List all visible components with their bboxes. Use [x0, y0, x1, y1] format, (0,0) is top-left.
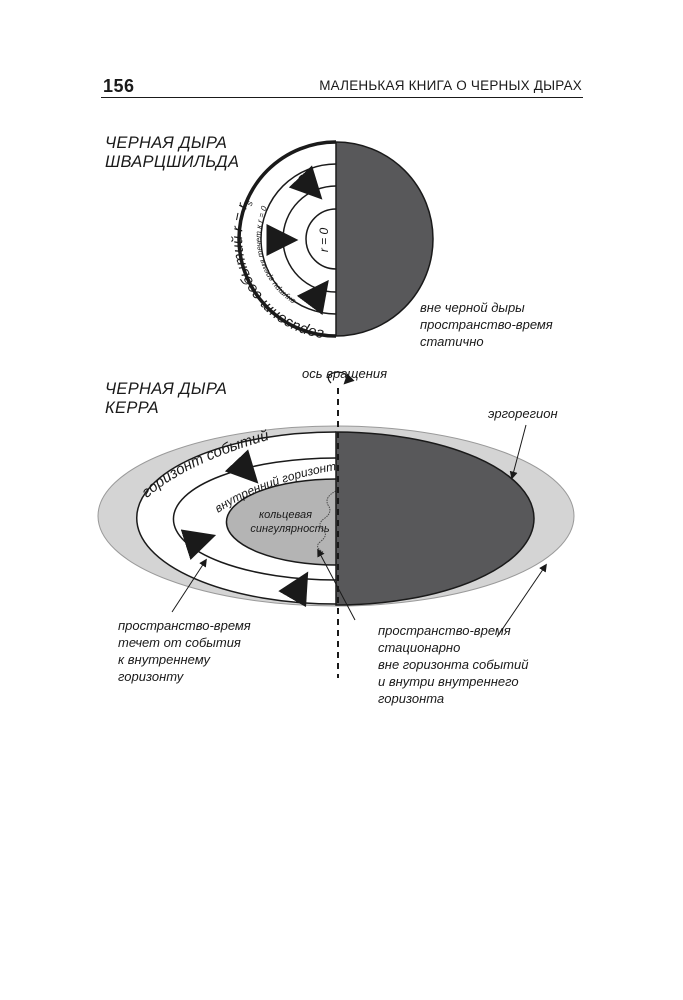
kerr-singularity-label: кольцевая сингулярность [250, 509, 330, 535]
kerr-right-note-line5: горизонта [378, 691, 445, 706]
schwarzschild-static-half [335, 141, 434, 337]
kerr-arrow-top [224, 449, 259, 484]
kerr-left-note: пространство-время течет от события к вн… [118, 617, 251, 685]
kerr-left-pointer [171, 558, 207, 613]
schwarzschild-outside-line1: вне черной дыры [420, 300, 525, 315]
kerr-diagram: ось вращения эргорегион горизонт событий… [97, 366, 575, 678]
kerr-title-line1: ЧЕРНАЯ ДЫРА [105, 380, 228, 398]
kerr-left-note-line1: пространство-время [118, 618, 251, 633]
page-number: 156 [103, 76, 135, 96]
schwarzschild-title-line2: ШВАРЦШИЛЬДА [105, 153, 240, 171]
schwarzschild-outside-note: вне черной дыры пространство-время стати… [420, 299, 553, 350]
kerr-right-note-line3: вне горизонта событий [378, 657, 529, 672]
kerr-ergo-label: эргорегион [488, 406, 558, 421]
schwarzschild-center-label: r = 0 [317, 228, 331, 253]
kerr-singularity-edge [317, 490, 337, 553]
kerr-inner-ring [172, 457, 337, 581]
schwarzschild-title: ЧЕРНАЯ ДЫРА ШВАРЦШИЛЬДА [105, 134, 239, 172]
kerr-singularity-pointer [317, 548, 356, 621]
kerr-left-note-line2: течет от события [118, 635, 241, 650]
kerr-rotation-arrow [327, 371, 355, 385]
schwarzschild-arrow-bottom [296, 279, 329, 316]
kerr-axis-label: ось вращения [302, 366, 387, 381]
kerr-right-note-line2: стационарно [378, 640, 461, 655]
kerr-left-note-line4: горизонту [118, 669, 184, 684]
schwarzschild-ring-3 [305, 208, 337, 270]
schwarzschild-title-line1: ЧЕРНАЯ ДЫРА [105, 134, 228, 152]
kerr-title-line2: КЕРРА [105, 399, 159, 417]
schwarzschild-outside-line2: пространство-время [420, 317, 553, 332]
kerr-right-pointer [496, 563, 547, 638]
kerr-arrow-left [180, 529, 217, 561]
kerr-stationary-half [335, 431, 535, 606]
kerr-right-note: пространство-время стационарно вне гориз… [378, 622, 528, 707]
kerr-right-note-line4: и внутри внутреннего [378, 674, 519, 689]
kerr-arrow-bottom [278, 571, 309, 608]
kerr-title: ЧЕРНАЯ ДЫРА КЕРРА [105, 380, 227, 418]
kerr-right-note-line1: пространство-время [378, 623, 511, 638]
kerr-left-note-line3: к внутреннему [118, 652, 210, 667]
schwarzschild-diagram: горизонт событий r = rs внутри время теч… [229, 140, 434, 343]
schwarzschild-arrow-top [288, 165, 323, 200]
kerr-ergo-pointer [509, 424, 527, 480]
kerr-inner-horizon [225, 478, 337, 566]
header-rule [101, 97, 583, 98]
schwarzschild-outside-line3: статично [420, 334, 484, 349]
running-title: МАЛЕНЬКАЯ КНИГА О ЧЕРНЫХ ДЫРАХ [319, 78, 582, 93]
